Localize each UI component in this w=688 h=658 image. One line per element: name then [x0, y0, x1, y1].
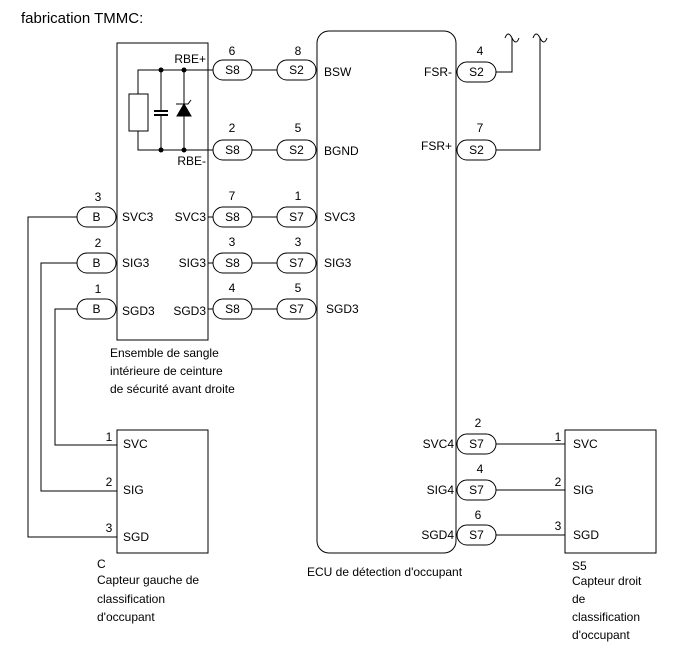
ecu-pin-fsr-plus: FSR+	[421, 139, 452, 153]
pin-number: 4	[229, 281, 236, 295]
right-sensor-code: S5	[572, 559, 587, 573]
pin-number: 6	[475, 508, 482, 522]
right-sensor-pin-sig: SIG	[573, 483, 594, 497]
belt-assembly-box	[116, 42, 209, 341]
pin-number: 2	[229, 121, 236, 135]
left-sensor-pin-sgd: SGD	[123, 530, 149, 544]
left-sensor-pin-sig: SIG	[123, 483, 144, 497]
connector-b-svc3: B	[92, 210, 100, 224]
left-sensor-label: d'occupant	[97, 610, 155, 624]
pin-label-sig3-left: SIG3	[122, 256, 150, 270]
pin-number: 5	[295, 281, 302, 295]
pin-label-sgd3-right: SGD3	[173, 304, 206, 318]
ecu-pin-fsr-minus: FSR-	[424, 65, 452, 79]
pin-number: 4	[477, 44, 484, 58]
ecu-pin-sgd4: SGD4	[421, 528, 454, 542]
left-sensor-pin-svc: SVC	[123, 437, 148, 451]
pin-number: 6	[229, 44, 236, 58]
connector-s7-sig3: S7	[289, 256, 304, 270]
left-sensor-label: classification	[97, 592, 165, 606]
wires-belt-to-left-sensor	[27, 216, 117, 538]
ecu-pin-bgnd: BGND	[324, 144, 359, 158]
connector-b-sgd3: B	[92, 302, 100, 316]
right-sensor-pin-sgd: SGD	[573, 528, 599, 542]
connector-s7-sig4: S7	[469, 483, 484, 497]
connector-s7-sgd4: S7	[469, 528, 484, 542]
pin-number: 2	[475, 416, 482, 430]
belt-assembly-label: Ensemble de sangle	[110, 346, 219, 360]
pin-number: 1	[95, 282, 102, 296]
right-sensor-label: classification	[572, 610, 640, 624]
right-sensor-label: de	[572, 592, 586, 606]
connector-s7-sgd3: S7	[289, 302, 304, 316]
left-sensor-code: C	[97, 557, 106, 571]
pin-number: 7	[477, 121, 484, 135]
connector-s2-bgnd: S2	[289, 143, 304, 157]
connector-s7-svc3: S7	[289, 210, 304, 224]
belt-assembly-label: intérieure de ceinture	[110, 364, 223, 378]
pin-label-svc3-right: SVC3	[175, 210, 207, 224]
right-sensor-pin-svc: SVC	[573, 437, 598, 451]
pin-label-sgd3-left: SGD3	[122, 304, 155, 318]
pin-label-svc3-left: SVC3	[122, 210, 154, 224]
pin-number: 4	[477, 462, 484, 476]
pin-number: 3	[229, 235, 236, 249]
connector-s2-fsr-plus: S2	[469, 143, 484, 157]
connector-s2-fsr-minus: S2	[469, 65, 484, 79]
junction-dots	[158, 67, 187, 153]
left-sensor-label: Capteur gauche de	[97, 573, 199, 587]
pin-number: 3	[295, 235, 302, 249]
ecu-pin-sig3: SIG3	[324, 256, 352, 270]
ecu-pin-svc3: SVC3	[324, 210, 356, 224]
diode-icon	[176, 103, 192, 117]
pin-number: 1	[295, 189, 302, 203]
pin-number: 2	[95, 236, 102, 250]
ecu-pin-sgd3: SGD3	[326, 302, 359, 316]
right-sensor-box	[564, 429, 657, 554]
ecu-label: ECU de détection d'occupant	[307, 565, 463, 579]
connector-s8-rbe-plus: S8	[225, 63, 240, 77]
connector-s8-sig3: S8	[225, 256, 240, 270]
wires-ecu-to-right-sensor	[456, 443, 565, 536]
ecu-pin-bsw: BSW	[324, 65, 352, 79]
pin-number: 3	[555, 519, 562, 533]
connector-s2-bsw: S2	[289, 63, 304, 77]
connector-s8-rbe-minus: S8	[225, 143, 240, 157]
pin-label-rbe-plus: RBE+	[174, 52, 206, 66]
belt-internal-circuit	[128, 69, 208, 151]
pin-number: 1	[555, 430, 562, 444]
ecu-pin-svc4: SVC4	[423, 437, 455, 451]
pin-label-sig3-right: SIG3	[179, 256, 207, 270]
connector-s8-svc3: S8	[225, 210, 240, 224]
pin-number: 3	[106, 521, 113, 535]
ecu-box	[316, 30, 457, 554]
right-sensor-label: d'occupant	[572, 628, 630, 642]
connector-pills	[76, 59, 497, 546]
ecu-pin-sig4: SIG4	[427, 483, 455, 497]
diagram-title: fabrication TMMC:	[21, 10, 143, 27]
belt-assembly-label: de sécurité avant droite	[110, 382, 235, 396]
pin-number: 7	[229, 189, 236, 203]
pin-number: 2	[106, 475, 113, 489]
wires-fsr	[456, 33, 548, 151]
pin-number: 3	[95, 190, 102, 204]
connector-s7-svc4: S7	[469, 437, 484, 451]
connector-s8-sgd3: S8	[225, 302, 240, 316]
right-sensor-label: Capteur droit	[572, 574, 642, 588]
pin-label-rbe-minus: RBE-	[177, 154, 206, 168]
pin-number: 5	[295, 121, 302, 135]
pin-number: 8	[295, 44, 302, 58]
pin-number: 2	[555, 475, 562, 489]
connector-b-sig3: B	[92, 256, 100, 270]
pin-number: 1	[106, 430, 113, 444]
